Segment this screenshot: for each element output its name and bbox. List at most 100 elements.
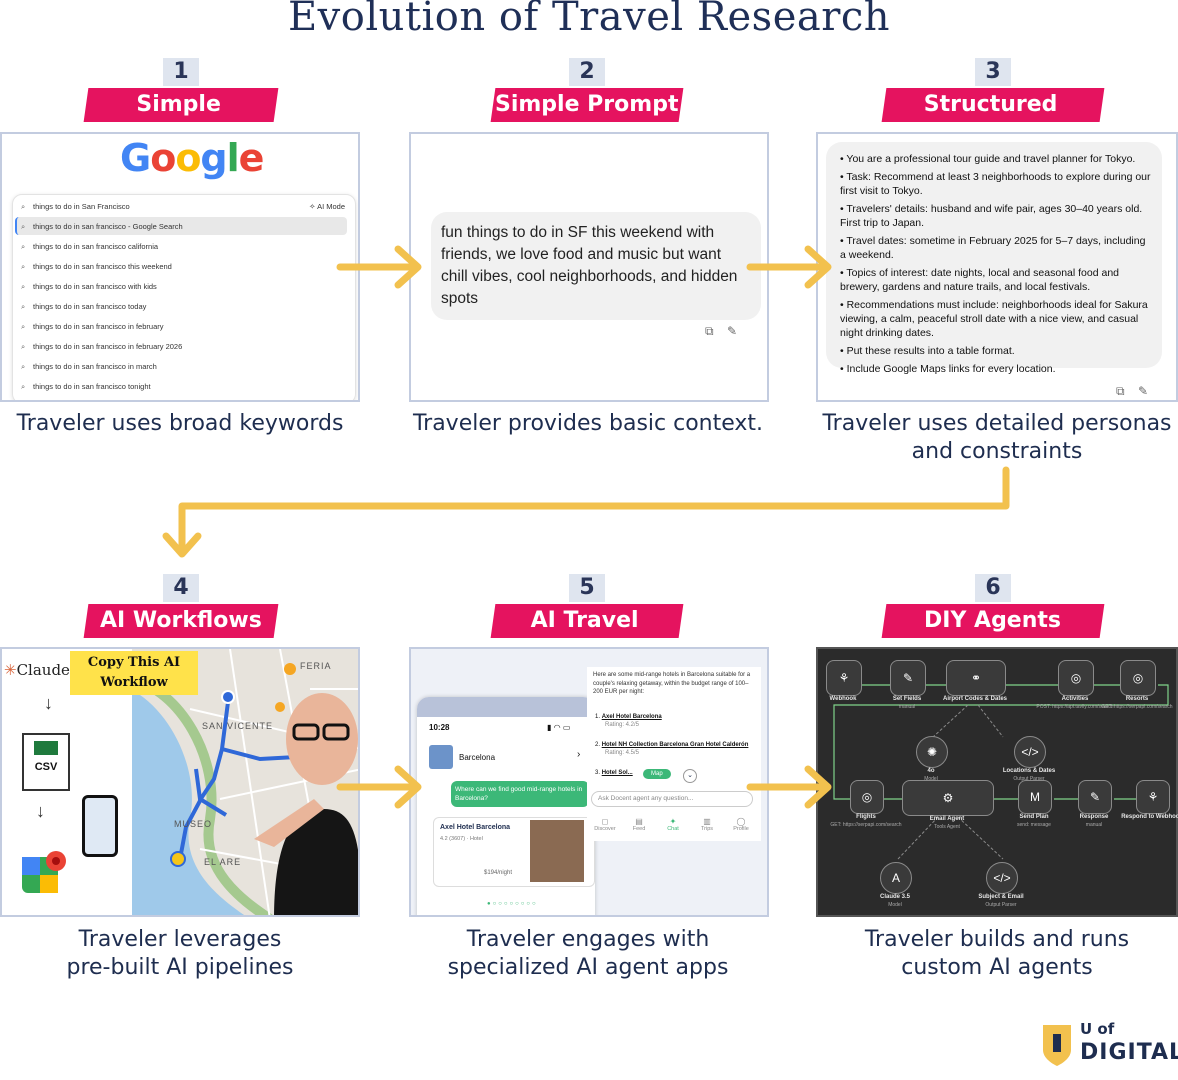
suggestion-item[interactable]: ⌕ things to do in san francisco with kids (21, 279, 157, 295)
node-label: Response (1079, 814, 1109, 820)
suggestion-item[interactable]: ⌕things to do in san francisco tonight (21, 379, 151, 395)
hotel-card[interactable]: Axel Hotel Barcelona 4.2 (3607) · Hotel … (433, 817, 595, 887)
search-icon: ⌕ (21, 282, 26, 291)
workflow-node-4o[interactable]: ✺ (916, 736, 948, 768)
map-label-el-are: EL ARE (204, 857, 242, 867)
workflow-node-claude-3-5[interactable]: A (880, 862, 912, 894)
chevron-right-icon[interactable]: › (577, 749, 581, 760)
workflow-node-set-fields[interactable]: ✎ (890, 660, 926, 696)
hotel-meta: 4.2 (3607) · Hotel (440, 836, 483, 842)
caption-1: Traveler uses broad keywords (16, 411, 344, 436)
prompt-bullet: • Topics of interest: date nights, local… (840, 267, 1120, 293)
workflow-node-subject-email[interactable]: </> (986, 862, 1018, 894)
suggestion-item[interactable]: ⌕things to do in san francisco today (21, 299, 146, 315)
edit-icon[interactable]: ✎ (727, 324, 738, 338)
ai-workflow-panel: FERIA SAN VICENTE MUSEO EL ARE ✳Claude ↓… (0, 647, 360, 917)
search-icon: ⌕ (21, 382, 26, 391)
node-sublabel: Model (888, 902, 902, 908)
node-label: Send Plan (1019, 814, 1049, 820)
workflow-node-webhook[interactable]: ⚘ (826, 660, 862, 696)
prompt-bullet: • Task: Recommend at least 3 neighborhoo… (840, 171, 1151, 197)
step-label-2: Simple Prompt (490, 88, 684, 122)
node-label: Set Fields (892, 696, 922, 702)
suggestion-item[interactable]: ⌕ things to do in san francisco in februa… (21, 339, 182, 355)
hotel-name: Axel Hotel Barcelona (440, 824, 511, 831)
suggestion-item[interactable]: ⌕things to do in san francisco californi… (21, 239, 158, 255)
search-icon: ⌕ (21, 342, 26, 351)
ask-input[interactable]: Ask Docent agent any question... (591, 791, 753, 807)
workflow-node-flights[interactable]: ◎ (850, 780, 884, 814)
down-arrow-icon: ↓ (44, 693, 53, 713)
workflow-wires (833, 684, 1169, 860)
result-item[interactable]: 2. Hotel NH Collection Barcelona Gran Ho… (595, 742, 749, 756)
google-logo: Google (120, 136, 264, 180)
copy-icon[interactable]: ⧉ (1116, 384, 1125, 398)
node-sublabel: Output Parser (985, 902, 1017, 908)
arrow-1-to-2 (336, 245, 422, 289)
step-number-1: 1 (163, 58, 199, 86)
map-button[interactable]: Map (643, 769, 671, 779)
tab-trips[interactable]: ▥Trips (691, 817, 723, 832)
tab-feed[interactable]: ▤Feed (623, 817, 655, 832)
ai-travel-agents-panel: 10:28 ▮ ◠ ▭ Barcelona › Where can we fin… (409, 647, 769, 917)
workflow-node-airport-codes-dates[interactable]: ⚭ (946, 660, 1006, 696)
suggestion-text: things to do in san francisco today (33, 302, 147, 311)
suggestion-text: things to do in san francisco with kids (33, 282, 157, 291)
carousel-dots: ●○○○○○○○○ (487, 901, 538, 907)
search-input[interactable]: ⌕things to do in San Francisco (21, 199, 130, 215)
tab-icon: ◻ (601, 817, 609, 826)
search-icon: ⌕ (21, 202, 26, 211)
copy-workflow-badge: Copy This AI Workflow (70, 651, 198, 695)
suggestion-text: things to do in san francisco in februar… (33, 342, 183, 351)
arrow-5-to-6 (746, 765, 832, 809)
tab-icon: ◯ (736, 817, 746, 826)
tab-discover[interactable]: ◻Discover (589, 817, 621, 832)
workflow-node-activities[interactable]: ◎ (1058, 660, 1094, 696)
search-icon: ⌕ (21, 242, 26, 251)
tab-icon: ▤ (635, 817, 643, 826)
down-arrow-icon: ↓ (36, 801, 45, 821)
city-name: Barcelona (459, 753, 496, 762)
workflow-node-send-plan[interactable]: M (1018, 780, 1052, 814)
chevron-down-icon[interactable]: ⌄ (683, 769, 697, 783)
search-icon: ⌕ (21, 262, 26, 271)
node-sublabel: POST: https://api.tavily.com/search (1036, 704, 1114, 710)
caption-4b: pre-built AI pipelines (66, 955, 294, 980)
map-label-museo: MUSEO (174, 819, 213, 829)
node-label: Claude 3.5 (879, 894, 910, 900)
workflow-node-response[interactable]: ✎ (1078, 780, 1112, 814)
suggestion-item[interactable]: ⌕things to do in san francisco in februa… (21, 319, 164, 335)
tab-chat[interactable]: ✦Chat (657, 817, 689, 832)
arrow-4-to-5 (336, 765, 422, 809)
workflow-node-email-agent[interactable]: ⚙ (902, 780, 994, 816)
suggestion-item[interactable]: ⌕things to do in san francisco - Google … (21, 219, 183, 235)
brand-line-1: U of (1080, 1020, 1115, 1038)
prompt-bullet: • Recommendations must include: neighbor… (840, 299, 1148, 339)
prompt-bullet: • Travel dates: sometime in February 202… (840, 235, 1146, 261)
workflow-node-respond-to-webhook[interactable]: ⚘ (1136, 780, 1170, 814)
workflow-node-locations-dates[interactable]: </> (1014, 736, 1046, 768)
prompt-bullet: • You are a professional tour guide and … (840, 153, 1136, 165)
claude-logo: ✳Claude (4, 661, 70, 679)
search-icon: ⌕ (21, 222, 26, 231)
node-sublabel: GET: https://serpapi.com/search (830, 822, 902, 828)
step-number-2: 2 (569, 58, 605, 86)
step-label-6: DIY Agents (881, 604, 1105, 638)
suggestion-item[interactable]: ⌕ things to do in san francisco this week… (21, 259, 172, 275)
result-item[interactable]: 3. Hotel Sol... (595, 770, 633, 776)
step-label-5: AI Travel Agents (490, 604, 684, 667)
copy-icon[interactable]: ⧉ (705, 324, 714, 338)
suggestion-item[interactable]: ⌕things to do in san francisco in march (21, 359, 157, 375)
search-box: ⌕things to do in San Francisco ✧ AI Mode… (12, 194, 356, 400)
caption-3a: Traveler uses detailed personas (822, 411, 1172, 436)
phone-time: 10:28 (429, 723, 450, 732)
suggestion-text: things to do in san francisco this weeke… (33, 262, 172, 271)
ai-mode-button[interactable]: ✧ AI Mode (309, 202, 345, 211)
node-label: Webhook (829, 696, 857, 702)
tab-profile[interactable]: ◯Profile (725, 817, 757, 832)
hotel-price: $194/night (484, 870, 513, 876)
edit-icon[interactable]: ✎ (1138, 384, 1149, 398)
brand-line-2: DIGITAL (1080, 1040, 1178, 1065)
workflow-node-resorts[interactable]: ◎ (1120, 660, 1156, 696)
